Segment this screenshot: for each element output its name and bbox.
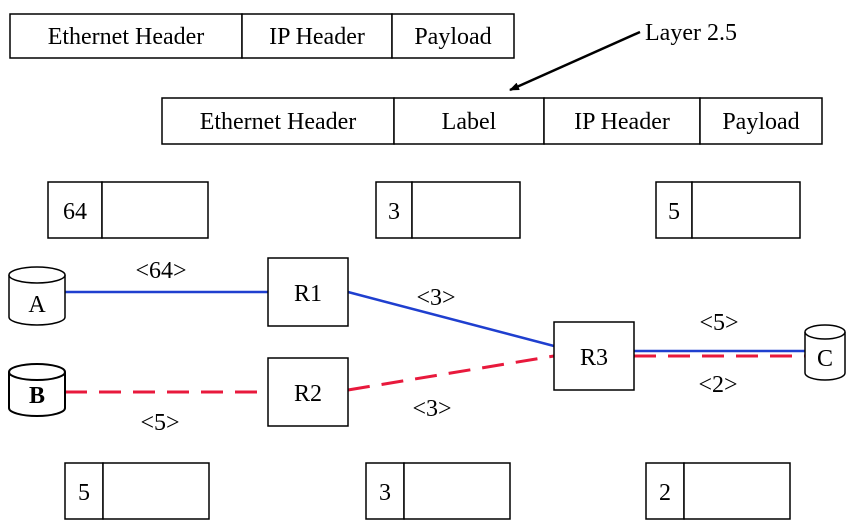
host-b-cylinder: B — [8, 363, 66, 417]
label-table-value: 5 — [78, 480, 90, 506]
host-c-cylinder: C — [804, 324, 846, 381]
mpls-frame-ip-header-cell — [543, 97, 701, 145]
router-r3-label: R3 — [580, 345, 608, 371]
router-r3: R3 — [553, 321, 635, 391]
ip-frame: Ethernet Header IP Header Payload — [9, 13, 515, 59]
mpls-frame: Ethernet Header Label IP Header Payload — [161, 97, 823, 145]
ip-frame-payload-cell — [391, 13, 515, 59]
ip-frame-ip-header-cell — [241, 13, 393, 59]
label-table-top-2: 3 — [375, 181, 521, 239]
ip-frame-ethernet-header-cell — [9, 13, 243, 59]
layer-note-arrow — [509, 30, 641, 92]
mpls-frame-ethernet-header-label: Ethernet Header — [200, 109, 357, 135]
mpls-frame-label-cell — [393, 97, 545, 145]
ip-frame-ip-header-label: IP Header — [269, 24, 365, 50]
ip-frame-ethernet-header-label: Ethernet Header — [48, 24, 205, 50]
host-a-cylinder: A — [8, 266, 66, 326]
label-table-value: 3 — [379, 480, 391, 506]
label-table-bottom-2: 3 — [365, 462, 511, 520]
mpls-frame-label-label: Label — [442, 109, 497, 135]
label-table-value: 2 — [659, 480, 671, 506]
label-table-value: 3 — [388, 199, 400, 225]
link-r1-r3 — [347, 290, 555, 348]
router-r2-label: R2 — [294, 381, 322, 407]
link-r2-r3-label: <3> — [412, 396, 451, 422]
label-table-bottom-3: 2 — [645, 462, 791, 520]
label-table-value: 64 — [63, 199, 87, 225]
label-table-value: 5 — [668, 199, 680, 225]
link-r3-c-red-label: <2> — [698, 372, 737, 398]
host-b-label: B — [29, 383, 45, 409]
router-r2: R2 — [267, 357, 349, 427]
label-table-top-3: 5 — [655, 181, 801, 239]
router-r1-label: R1 — [294, 281, 322, 307]
mpls-frame-payload-cell — [699, 97, 823, 145]
router-r1: R1 — [267, 257, 349, 327]
link-r2-r3 — [347, 354, 555, 392]
label-table-top-1: 64 — [47, 181, 209, 239]
ip-frame-payload-label: Payload — [414, 24, 491, 50]
layer-note: Layer 2.5 — [645, 20, 737, 46]
link-r3-c-blue-label: <5> — [699, 310, 738, 336]
link-b-r2-label: <5> — [140, 410, 179, 436]
label-table-bottom-1: 5 — [64, 462, 210, 520]
link-r1-r3-label: <3> — [416, 285, 455, 311]
mpls-frame-ip-header-label: IP Header — [574, 109, 670, 135]
mpls-frame-payload-label: Payload — [722, 109, 799, 135]
host-a-label: A — [28, 292, 46, 318]
link-a-r1-label: <64> — [135, 258, 186, 284]
host-c-label: C — [817, 346, 833, 372]
